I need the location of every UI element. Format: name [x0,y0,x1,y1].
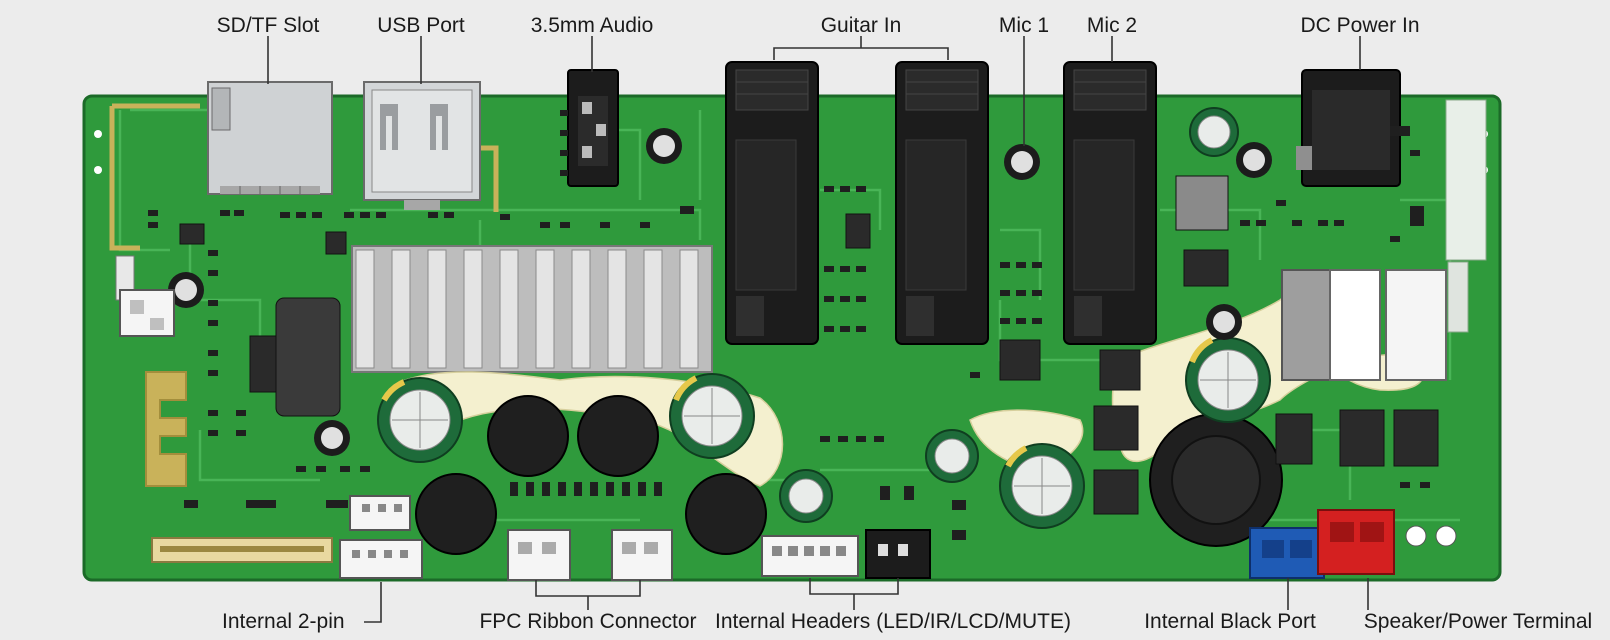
electrolytic-capacitors [377,107,1271,529]
fpc-ribbon-connector [151,537,333,563]
internal-headers [761,529,931,579]
label-fpc: FPC Ribbon Connector [479,610,697,633]
label-guitar-in: Guitar In [820,14,902,37]
speaker-power-terminal [1317,509,1457,575]
white-2pin-left [115,255,175,337]
label-usb-port: USB Port [377,14,465,37]
label-dc-power: DC Power In [1300,14,1420,37]
leader-lines [267,36,1369,623]
audio-jack-component [567,69,619,187]
label-mic1: Mic 1 [998,14,1050,37]
guitar-jack-2 [895,61,989,345]
internal-2pin-connector [339,495,423,579]
label-black-port: Internal Black Port [1144,610,1316,633]
label-sd-slot: SD/TF Slot [216,14,320,37]
guitar-jack-1 [725,61,819,345]
label-speaker: Speaker/Power Terminal [1363,610,1593,633]
bluetooth-antenna [145,371,187,487]
label-audio-jack: 3.5mm Audio [530,14,654,37]
dc-power-jack-component [1296,69,1401,187]
mount-hole [94,166,102,174]
internal-black-port [1249,527,1325,579]
usb-port-component [363,81,481,210]
fpc-white-connectors [507,529,673,581]
label-mic2: Mic 2 [1086,14,1138,37]
heatsink [351,245,713,373]
mount-hole [94,130,102,138]
ics [179,175,1439,515]
label-headers: Internal Headers (LED/IR/LCD/MUTE) [715,610,1071,633]
small-capacitors [168,128,1272,456]
smd-resistors [148,110,1430,540]
label-internal-2pin: Internal 2-pin [222,610,345,633]
sd-slot-component [207,81,333,195]
inductor-inner [1171,435,1261,525]
antenna-trace [109,106,140,251]
mic2-jack [1063,61,1157,345]
relay-block [1281,99,1487,381]
inductors [415,395,1283,555]
